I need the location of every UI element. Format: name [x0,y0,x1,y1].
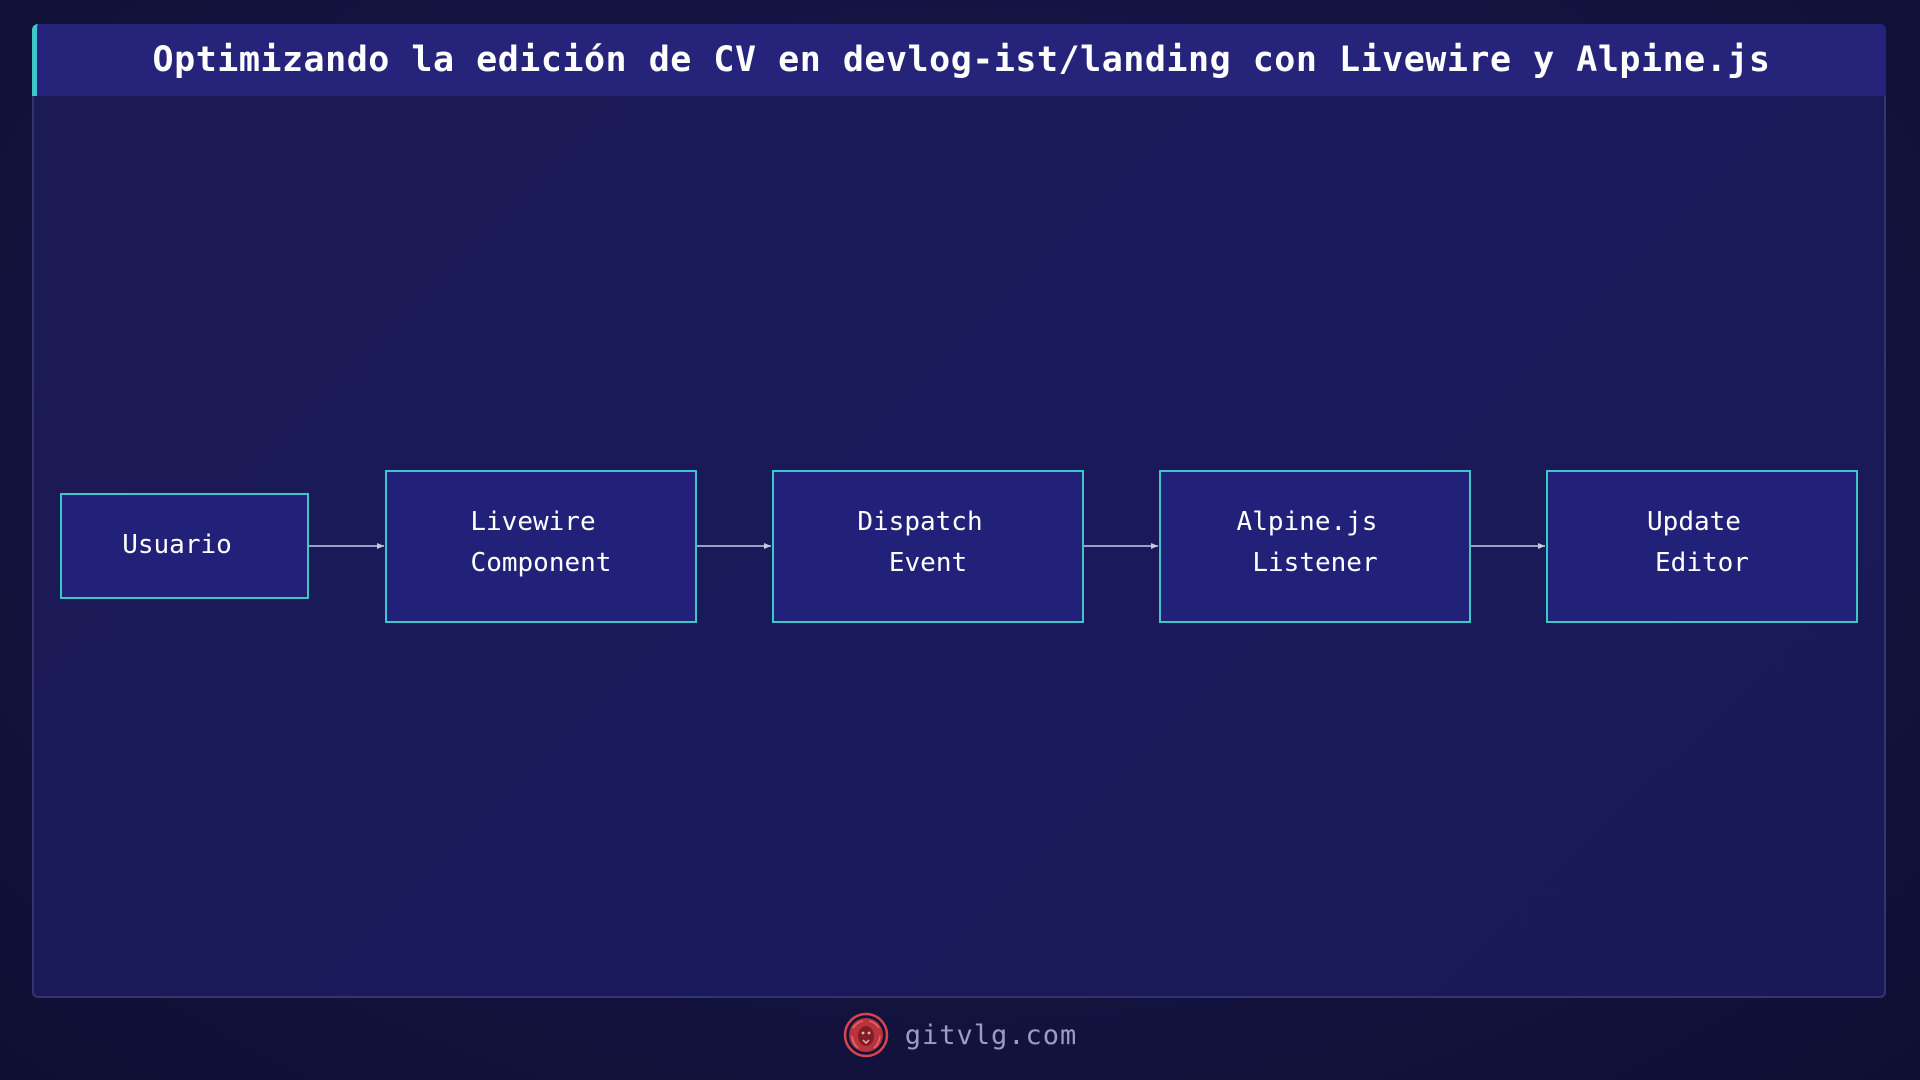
node-alpine-label-line2: Listener [1252,548,1377,578]
node-dispatch-label-line1: Dispatch [857,507,982,537]
node-dispatch-label-line2: Event [889,548,967,578]
lion-head-icon[interactable] [843,1012,889,1058]
footer-site-link[interactable]: gitvlg.com [904,1019,1078,1051]
node-usuario-label: Usuario [122,530,232,560]
node-dispatch-event: Dispatch Event [772,470,1084,623]
node-alpinejs-listener: Alpine.js Listener [1159,470,1471,623]
node-update-label-line1: Update [1647,507,1741,537]
node-update-label-line2: Editor [1655,548,1749,578]
node-update-editor: Update Editor [1546,470,1858,623]
node-alpine-label-line1: Alpine.js [1237,507,1378,537]
page-title: Optimizando la edición de CV en devlog-i… [152,40,1771,80]
footer: gitvlg.com [0,1010,1920,1060]
node-livewire-component: Livewire Component [385,470,697,623]
node-usuario: Usuario [60,493,309,599]
node-livewire-label-line2: Component [471,548,612,578]
title-bar: Optimizando la edición de CV en devlog-i… [32,24,1886,96]
node-livewire-label-line1: Livewire [470,507,595,537]
